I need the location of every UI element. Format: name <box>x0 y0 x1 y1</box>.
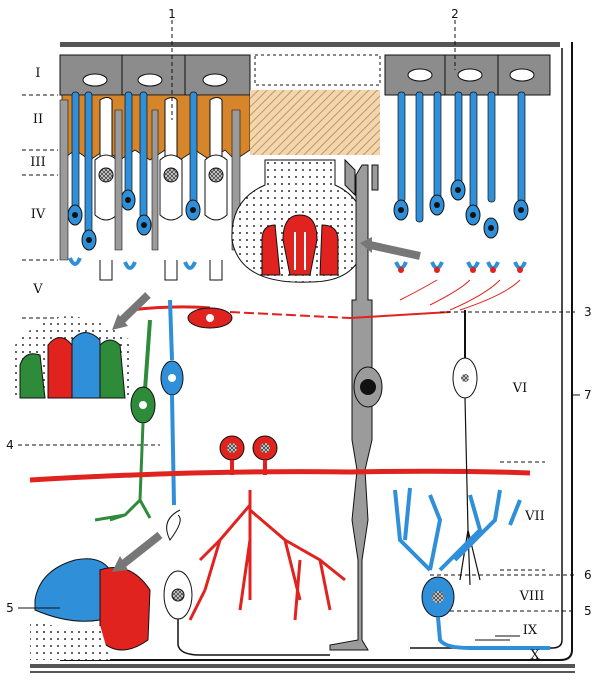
callout-1: 1 <box>168 7 176 21</box>
horizontal-cell <box>129 279 521 329</box>
layer-marks <box>22 94 545 641</box>
green-bipolar-cell <box>94 319 156 522</box>
layer-label-IV: IV <box>31 207 46 222</box>
layer-label-I: I <box>35 66 40 81</box>
right-photoreceptors <box>393 91 529 273</box>
callout-6: 6 <box>584 568 592 582</box>
layer-label-VIII: VIII <box>519 589 545 604</box>
blue-ganglion-cell <box>393 487 550 650</box>
frame <box>30 42 575 673</box>
left-ganglion-cell <box>163 509 330 656</box>
lower-synapse-inset <box>30 558 151 660</box>
muller-cell <box>329 158 383 651</box>
callout-5-left: 5 <box>6 601 14 615</box>
amacrine-cells <box>29 435 531 621</box>
left-photoreceptors <box>59 91 241 281</box>
callout-4: 4 <box>6 438 14 452</box>
synapse-inset <box>15 316 130 400</box>
arrows <box>112 237 421 572</box>
cone-pedicle-inset <box>231 159 366 283</box>
callout-3: 3 <box>584 305 592 319</box>
layer-label-VI: VI <box>512 381 528 396</box>
callout-2: 2 <box>451 7 459 21</box>
layer-label-V: V <box>32 282 43 297</box>
pigment-epithelium <box>59 54 551 96</box>
layer-label-II: II <box>33 112 43 127</box>
blue-bipolar-cell <box>160 299 184 506</box>
callout-7: 7 <box>584 388 592 402</box>
callout-lines <box>18 20 580 612</box>
layer-label-III: III <box>30 155 45 170</box>
layer-label-VII: VII <box>524 509 545 524</box>
layer-label-X: X <box>530 648 540 663</box>
layer-label-IX: IX <box>523 623 538 638</box>
callout-5-right: 5 <box>584 604 592 618</box>
